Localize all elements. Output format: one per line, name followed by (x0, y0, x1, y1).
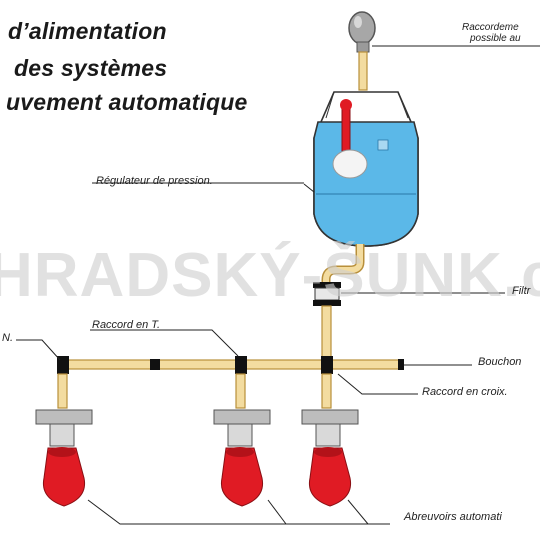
drinker-1 (35, 373, 93, 507)
pressure-regulator-tank (313, 91, 419, 247)
title-line-2: des systèmes (14, 55, 168, 81)
label-connection: Raccordeme (462, 22, 519, 33)
title-line-3: uvement automatique (6, 89, 248, 115)
watermark: HRADSKÝ-ŠUNK.cz (0, 241, 540, 310)
leader-lines (16, 45, 540, 525)
filter (313, 282, 341, 361)
label-tee: Raccord en T. (92, 319, 161, 331)
tee-fitting (235, 356, 247, 374)
label-connection-sub: possible au (470, 33, 521, 44)
drinker-3 (301, 373, 359, 507)
label-drinkers: Abreuvoirs automati (404, 511, 502, 523)
label-regulator: Régulateur de pression. (96, 175, 213, 187)
cross-fitting (321, 356, 333, 374)
main-pipe (61, 359, 404, 370)
end-fitting (57, 356, 69, 374)
label-filter: Filtr (512, 285, 531, 297)
label-cross: Raccord en croix. (422, 386, 508, 398)
title-line-1: d’alimentation (8, 18, 167, 44)
drinker-2 (213, 373, 271, 507)
label-cap: Bouchon (478, 356, 522, 368)
top-connector (348, 11, 376, 91)
label-left-partial: N. (2, 332, 13, 344)
